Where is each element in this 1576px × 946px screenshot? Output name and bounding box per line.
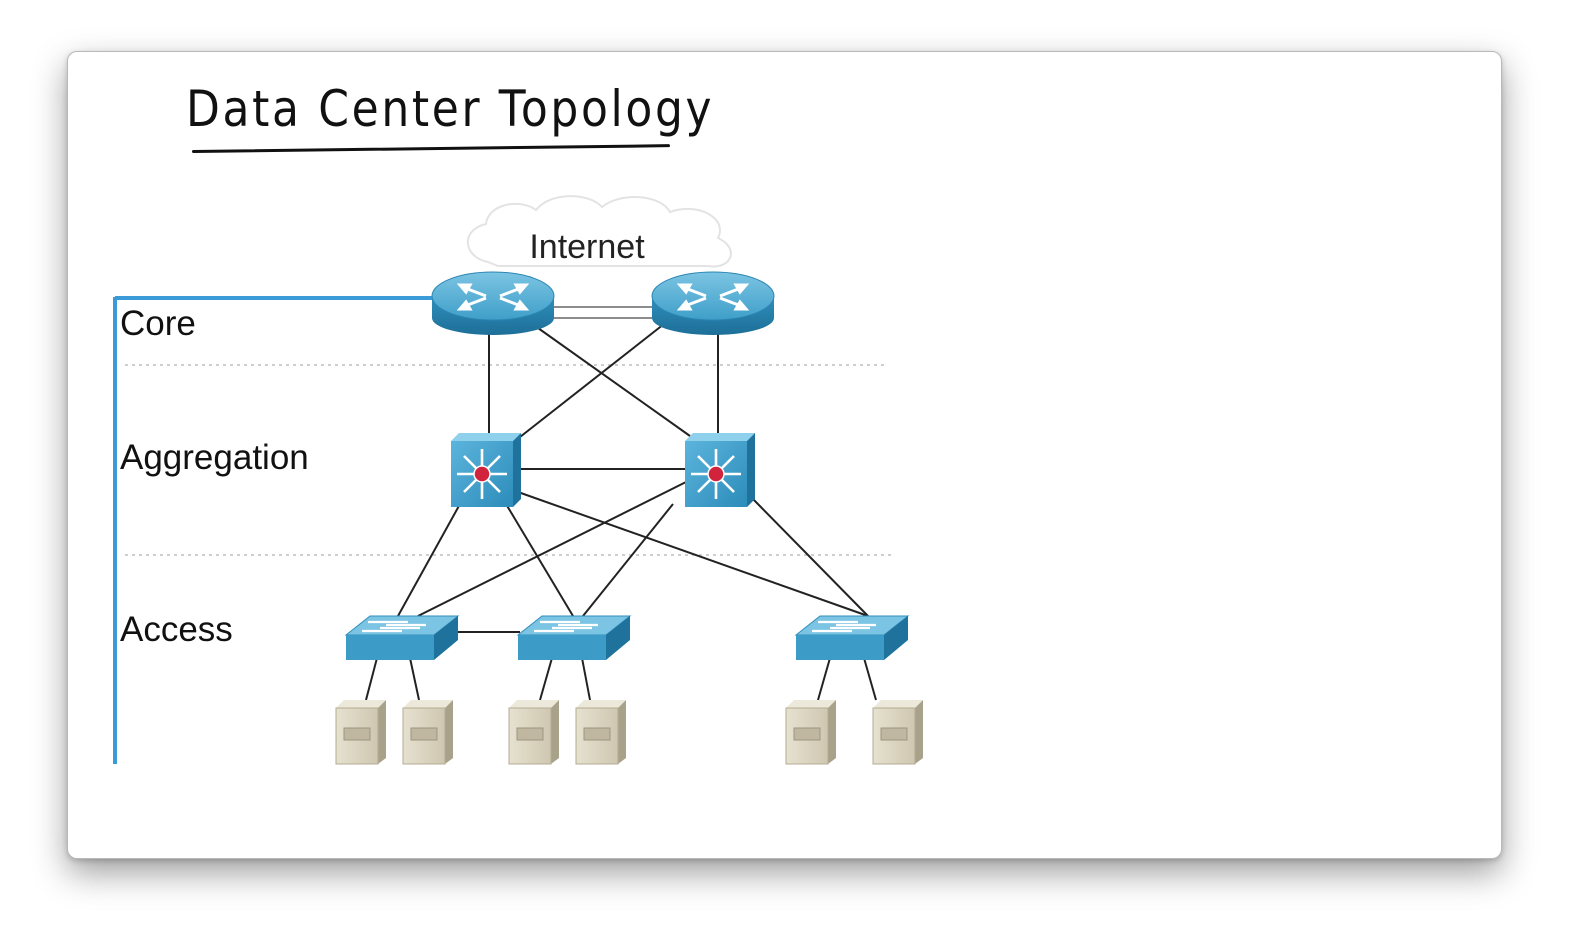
router-arrows-icon bbox=[676, 283, 750, 311]
switch-arrows-icon bbox=[362, 620, 426, 633]
layer-label-access: Access bbox=[120, 610, 233, 649]
network-links bbox=[365, 306, 877, 701]
internet-label: Internet bbox=[529, 228, 645, 266]
server-2 bbox=[402, 700, 453, 765]
server-1 bbox=[335, 700, 386, 765]
access-switch-3 bbox=[794, 615, 910, 660]
server-5 bbox=[785, 700, 836, 765]
layer-label-core: Core bbox=[120, 304, 196, 343]
access-switch-2 bbox=[516, 615, 632, 660]
access-switch-1 bbox=[344, 615, 460, 660]
server-4 bbox=[575, 700, 626, 765]
core-router-1 bbox=[431, 271, 555, 335]
server-6 bbox=[872, 700, 923, 765]
internet-cloud: Internet bbox=[466, 195, 732, 268]
topology-diagram: Internet bbox=[113, 195, 923, 765]
switch-arrows-icon bbox=[812, 620, 876, 633]
slide-card: Data Center Topology bbox=[67, 51, 1502, 859]
server-3 bbox=[508, 700, 559, 765]
aggregation-switch-1 bbox=[451, 433, 521, 507]
slide-title: Data Center Topology bbox=[186, 80, 715, 138]
router-arrows-icon bbox=[456, 283, 530, 311]
switch-arrows-icon bbox=[534, 620, 598, 633]
layer-bracket bbox=[113, 296, 440, 764]
aggregation-switch-2 bbox=[685, 433, 755, 507]
core-router-2 bbox=[651, 271, 775, 335]
layer-label-aggregation: Aggregation bbox=[120, 438, 309, 477]
